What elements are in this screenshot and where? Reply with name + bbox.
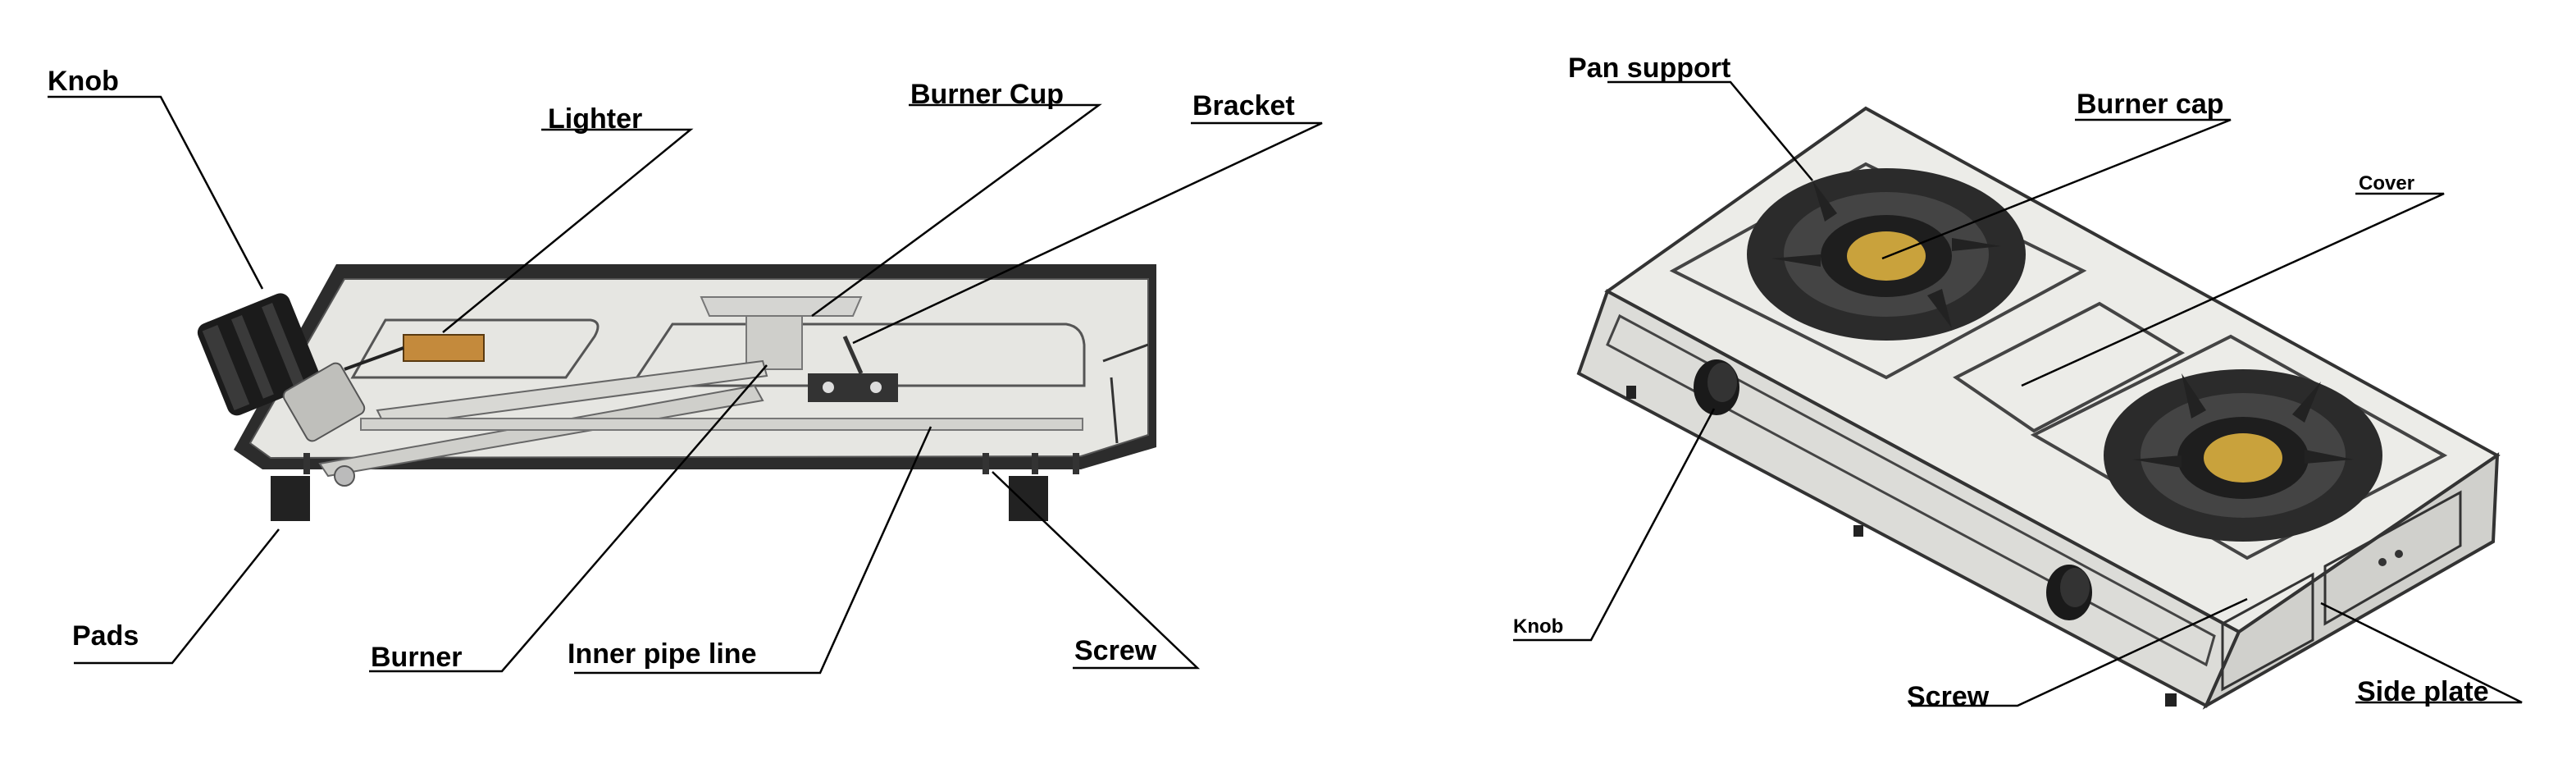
leader-pan-support bbox=[1607, 80, 1813, 181]
burner-assembly-1 bbox=[1747, 168, 2026, 341]
inner-recess-left bbox=[350, 318, 600, 379]
pipe-fitting bbox=[334, 465, 355, 487]
side-plate-recess-1 bbox=[2221, 572, 2314, 692]
leader-lines bbox=[48, 80, 2523, 707]
right-knob-1 bbox=[1694, 359, 1739, 415]
leader-lighter bbox=[442, 128, 694, 333]
front-recess bbox=[1606, 313, 2216, 667]
leader-side-plate bbox=[2320, 601, 2523, 704]
inner-recess-right bbox=[629, 322, 1086, 387]
lower-pipe bbox=[360, 418, 1083, 431]
body-fold bbox=[1102, 343, 1149, 363]
label-pan-support: Pan support bbox=[1568, 53, 1731, 84]
leader-cover bbox=[2021, 192, 2445, 387]
label-bracket: Bracket bbox=[1192, 90, 1295, 121]
label-lighter: Lighter bbox=[548, 103, 643, 135]
burner-neck bbox=[745, 315, 803, 370]
label-pads: Pads bbox=[72, 620, 139, 652]
label-knob-right: Knob bbox=[1513, 615, 1564, 638]
leader-burner bbox=[369, 364, 768, 673]
leader-screw-right bbox=[1911, 597, 2248, 707]
label-burner-cap: Burner cap bbox=[2077, 89, 2224, 120]
leader-burner-cap bbox=[1881, 118, 2232, 260]
lighter-wire bbox=[344, 346, 404, 371]
label-screw-right: Screw bbox=[1907, 681, 1990, 712]
bracket-block bbox=[808, 373, 898, 402]
lighter-body bbox=[403, 334, 485, 362]
body-fold-2 bbox=[1110, 377, 1119, 444]
right-knob-2 bbox=[2046, 565, 2092, 620]
valve-block bbox=[282, 362, 366, 442]
label-cover: Cover bbox=[2359, 172, 2415, 194]
leader-screw-left bbox=[992, 471, 1201, 670]
screws-left bbox=[303, 453, 1079, 474]
leader-pads bbox=[74, 528, 280, 665]
label-screw-left: Screw bbox=[1074, 635, 1157, 666]
section-view-stove bbox=[197, 264, 1156, 521]
leader-knob-left bbox=[48, 95, 264, 290]
left-knob bbox=[197, 293, 320, 416]
isometric-view-stove bbox=[1576, 106, 2501, 710]
leader-bracket bbox=[852, 121, 1323, 345]
label-knob-left: Knob bbox=[48, 66, 119, 97]
leader-inner-pipe bbox=[574, 426, 932, 675]
label-inner-pipe-line: Inner pipe line bbox=[568, 638, 757, 670]
burner-cup bbox=[700, 296, 863, 317]
label-burner-cup: Burner Cup bbox=[910, 79, 1064, 110]
label-side-plate: Side plate bbox=[2357, 676, 2489, 707]
leader-burner-cup bbox=[811, 103, 1102, 318]
leader-knob-right bbox=[1513, 408, 1716, 642]
burner-assembly-2 bbox=[2104, 369, 2382, 542]
bracket-arm bbox=[842, 335, 864, 375]
label-burner: Burner bbox=[371, 642, 463, 673]
stove-side bbox=[2202, 452, 2500, 710]
pad-right bbox=[1009, 476, 1048, 521]
pad-left bbox=[271, 476, 310, 521]
top-recess-cover bbox=[1953, 301, 2186, 433]
